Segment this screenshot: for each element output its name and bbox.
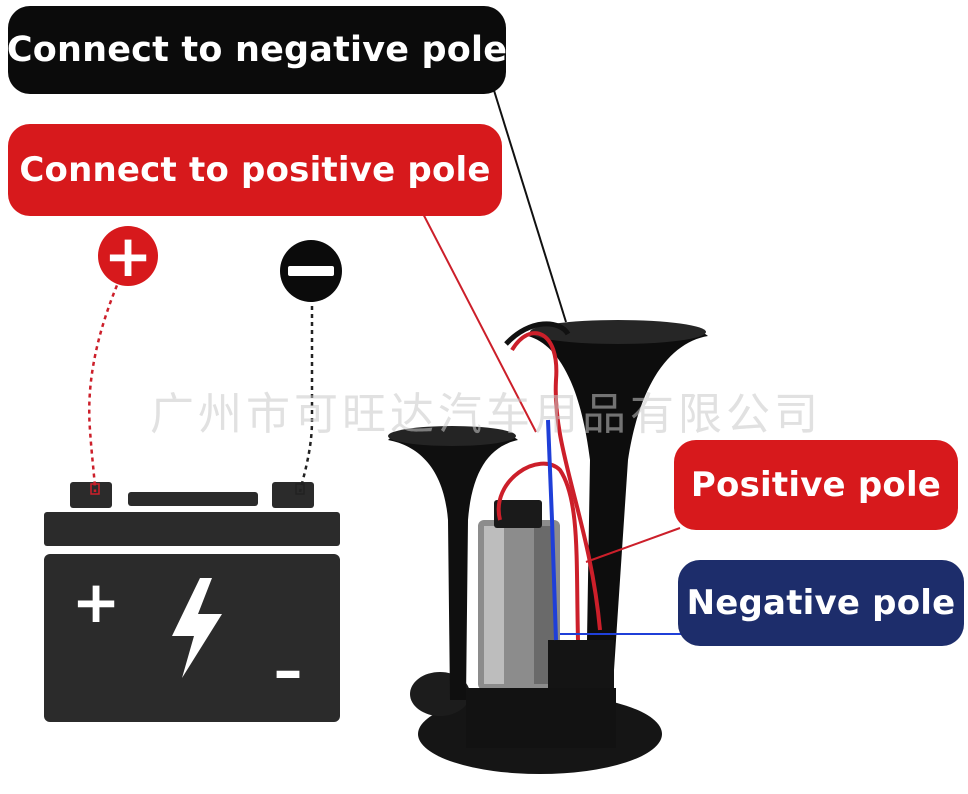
positive-symbol-icon: + — [98, 222, 158, 290]
battery-body — [44, 554, 340, 722]
positive-pole-label: Positive pole — [674, 440, 958, 530]
compressor-connector — [494, 500, 542, 528]
positive-terminal-clip — [90, 483, 100, 495]
battery-vent-cap — [128, 492, 258, 506]
horn-red-wire-b — [496, 461, 580, 641]
negative-symbol-icon — [280, 240, 342, 302]
battery-minus-sign: – — [274, 636, 303, 704]
connect-negative-label: Connect to negative pole — [7, 6, 507, 94]
short-trumpet — [388, 428, 518, 700]
connect-positive-label: Connect to positive pole — [8, 124, 502, 216]
battery-plus-sign: + — [72, 568, 121, 636]
horn-blue-wire — [546, 419, 558, 641]
negative-dashed-wire — [298, 298, 314, 493]
battery-terminal-positive — [70, 482, 112, 508]
leader-negative-top — [491, 83, 567, 323]
negative-pole-label: Negative pole — [678, 560, 964, 646]
lightning-bolt-icon — [172, 578, 222, 678]
horn-black-wire — [504, 321, 571, 346]
battery-lid — [44, 512, 340, 546]
negative-terminal-clip — [295, 483, 305, 495]
leader-positive-pole — [585, 527, 681, 563]
tall-trumpet — [528, 321, 708, 700]
air-horn-icon — [388, 320, 708, 774]
horn-red-wire-a — [510, 331, 602, 631]
positive-dashed-wire — [88, 277, 122, 493]
battery-terminal-negative — [272, 482, 314, 508]
leader-positive-top — [417, 203, 537, 433]
car-battery-icon: + – — [44, 482, 340, 722]
svg-text:+: + — [104, 222, 153, 290]
